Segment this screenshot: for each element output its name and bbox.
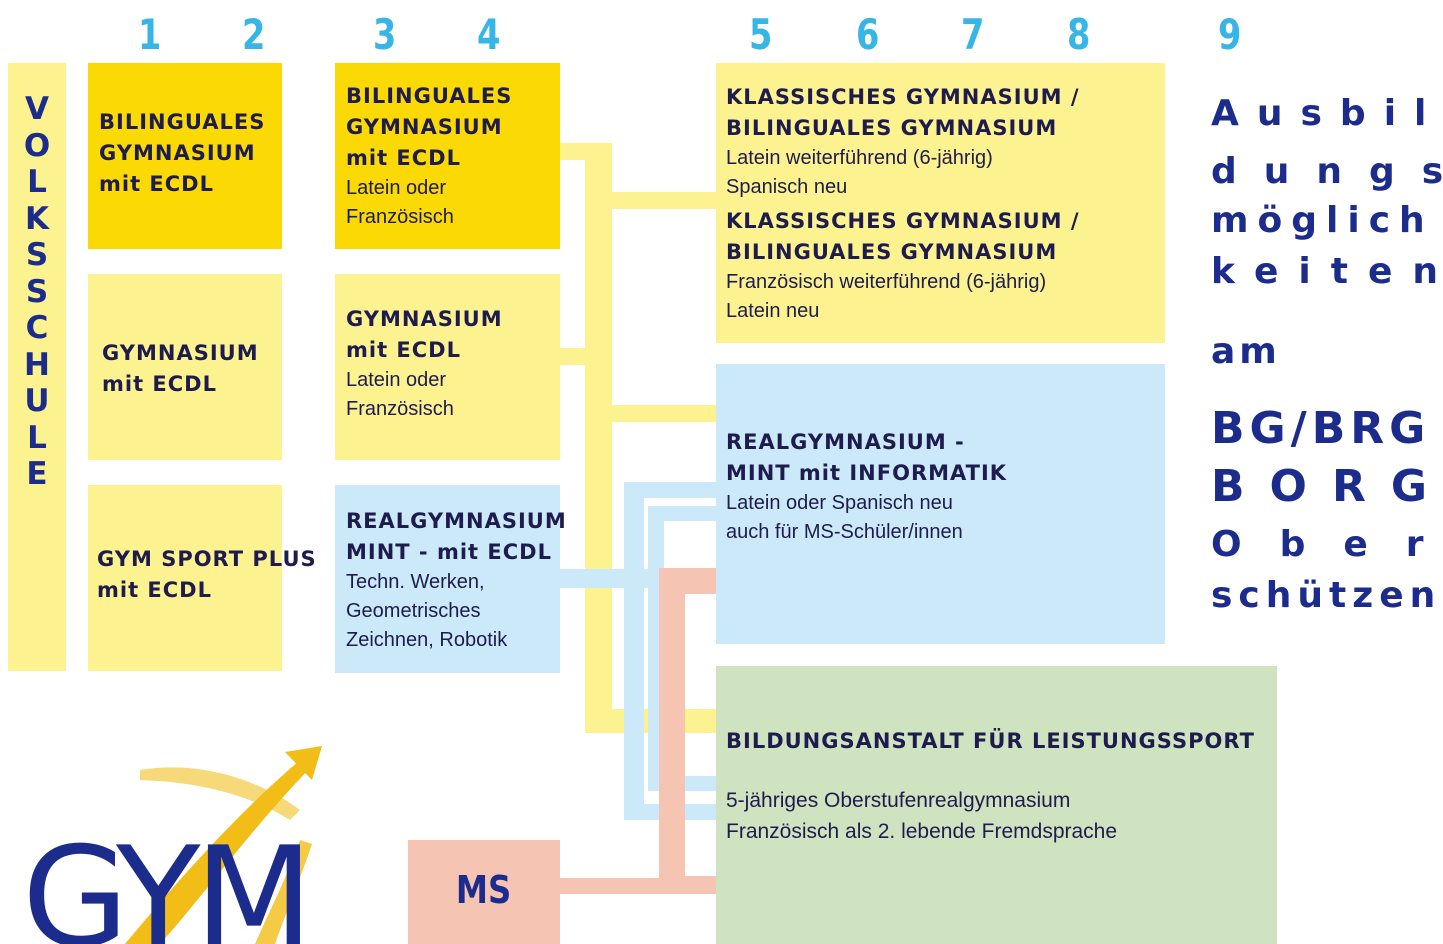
logo-swoosh-icon	[125, 746, 322, 944]
box-sub-line: Geometrisches	[346, 600, 481, 622]
volksschule-letter: V	[25, 91, 49, 127]
bilingual-gym-3-4-box: BILINGUALES GYMNASIUM mit ECDL Latein od…	[335, 63, 560, 249]
grade-4: 4	[477, 10, 501, 59]
connector-salmon-bottom	[685, 876, 716, 894]
leistungssport-box: BILDUNGSANSTALT FÜR LEISTUNGSSPORT 5-jäh…	[716, 666, 1277, 944]
connector-yellow-vertical	[585, 143, 612, 733]
box-title-line: mit ECDL	[346, 146, 461, 170]
realgymnasium-mint-3-4-box: REALGYMNASIUM MINT - mit ECDL Techn. Wer…	[335, 485, 567, 673]
heading-ausbildung: Ausbil	[1211, 93, 1443, 134]
box-sub-line: Latein neu	[726, 300, 820, 322]
gymnasium-1-2-box: GYMNASIUM mit ECDL	[88, 274, 282, 460]
box-sub-line: Französisch als 2. lebende Fremdsprache	[726, 820, 1118, 843]
volksschule-letter: E	[26, 456, 48, 492]
connector-yellow-top	[559, 143, 612, 160]
connector-yellow-klassisch	[585, 192, 716, 209]
box-sub-line: Latein weiterführend (6-jährig)	[726, 147, 993, 169]
volksschule-letter: L	[27, 419, 47, 456]
school-name: BG/BRG	[1211, 403, 1431, 454]
connector-blue-top-outer	[624, 482, 716, 498]
volksschule-letter: C	[25, 310, 49, 346]
volksschule-letter: H	[24, 346, 50, 383]
box-title-line: mit ECDL	[97, 578, 212, 602]
connector-yellow-real	[585, 405, 716, 422]
klassisches-gymnasium-box: KLASSISCHES GYMNASIUM / BILINGUALES GYMN…	[716, 63, 1165, 343]
box-sub-line: Spanisch neu	[726, 176, 848, 198]
gym-sport-plus-box: GYM SPORT PLUS mit ECDL	[88, 485, 317, 671]
volksschule-letter: K	[24, 200, 50, 237]
box-title-line: BILINGUALES GYMNASIUM	[726, 116, 1058, 140]
connector-salmon-vertical	[659, 568, 685, 894]
box-title-line: KLASSISCHES GYMNASIUM /	[726, 85, 1080, 109]
volksschule-letter: U	[24, 383, 50, 419]
connector-blue-top-inner	[648, 506, 716, 521]
heading-am: am	[1211, 331, 1281, 372]
school-name: BORG	[1211, 461, 1443, 512]
box-title-line: BILDUNGSANSTALT FÜR LEISTUNGSSPORT	[726, 729, 1255, 753]
box-sub-line: Französisch	[346, 206, 454, 228]
grade-3: 3	[373, 10, 397, 59]
box-title-line: MINT - mit ECDL	[346, 540, 552, 564]
ms-box: MS	[408, 840, 560, 944]
heading-ausbildung: dungs	[1211, 151, 1443, 192]
box-title-line: REALGYMNASIUM	[346, 509, 567, 533]
bilingual-gym-1-2-box: BILINGUALES GYMNASIUM mit ECDL	[88, 63, 282, 249]
box-sub-line: Französisch weiterführend (6-jährig)	[726, 271, 1047, 293]
box-title-line: GYMNASIUM	[99, 141, 256, 165]
box-title-line: BILINGUALES GYMNASIUM	[726, 240, 1058, 264]
box-title-line: BILINGUALES	[99, 110, 266, 134]
box-title-line: MINT mit INFORMATIK	[726, 461, 1008, 485]
box-title-line: mit ECDL	[99, 172, 214, 196]
gymnasium-3-4-box: GYMNASIUM mit ECDL Latein oder Französis…	[335, 274, 560, 460]
volksschule-letter: L	[27, 164, 47, 200]
connector-salmon-top	[659, 568, 716, 594]
box-sub-line: 5-jähriges Oberstufenrealgymnasium	[726, 789, 1071, 812]
box-sub-line: Latein oder	[346, 177, 447, 199]
box-sub-line: Techn. Werken,	[346, 571, 485, 593]
box-sub-line: Zeichnen, Robotik	[346, 629, 508, 651]
box-title-line: KLASSISCHES GYMNASIUM /	[726, 209, 1080, 233]
box-title-line: GYMNASIUM	[102, 341, 259, 365]
heading-ausbildung: möglich	[1211, 200, 1434, 241]
box-sub-line: Latein oder Spanisch neu	[726, 492, 953, 514]
box-sub-line: auch für MS-Schüler/innen	[726, 521, 963, 543]
logo-text: GYM	[22, 817, 313, 944]
volksschule-letter: S	[25, 237, 49, 273]
box-sub-line: Latein oder	[346, 369, 447, 391]
grade-6: 6	[856, 10, 880, 59]
gym-logo: GYM	[0, 740, 360, 944]
grade-8: 8	[1067, 10, 1091, 59]
box-title-line: GYM SPORT PLUS	[97, 547, 317, 571]
volksschule-letter: S	[25, 273, 49, 310]
connector-yellow-mid	[559, 348, 612, 365]
grade-9: 9	[1218, 10, 1242, 59]
school-name: Ober	[1211, 524, 1443, 565]
grade-7: 7	[961, 10, 985, 59]
ms-label: MS	[456, 868, 512, 912]
heading-ausbildung: keiten	[1211, 251, 1443, 292]
connector-blue-vertical-outer	[624, 482, 644, 820]
box-title-line: BILINGUALES	[346, 84, 513, 108]
box-sub-line: Französisch	[346, 398, 454, 420]
box-title-line: REALGYMNASIUM -	[726, 430, 965, 454]
box-title-line: GYMNASIUM	[346, 307, 503, 331]
grade-2: 2	[242, 10, 266, 59]
school-name: schützen	[1211, 575, 1442, 616]
box-title-line: mit ECDL	[346, 338, 461, 362]
box-title-line: mit ECDL	[102, 372, 217, 396]
box-title-line: GYMNASIUM	[346, 115, 503, 139]
grade-1: 1	[138, 10, 162, 59]
grade-5: 5	[749, 10, 773, 59]
realgymnasium-informatik-box: REALGYMNASIUM - MINT mit INFORMATIK Late…	[716, 364, 1165, 644]
volksschule-letter: O	[23, 127, 51, 164]
connector-salmon-ms	[560, 878, 670, 894]
